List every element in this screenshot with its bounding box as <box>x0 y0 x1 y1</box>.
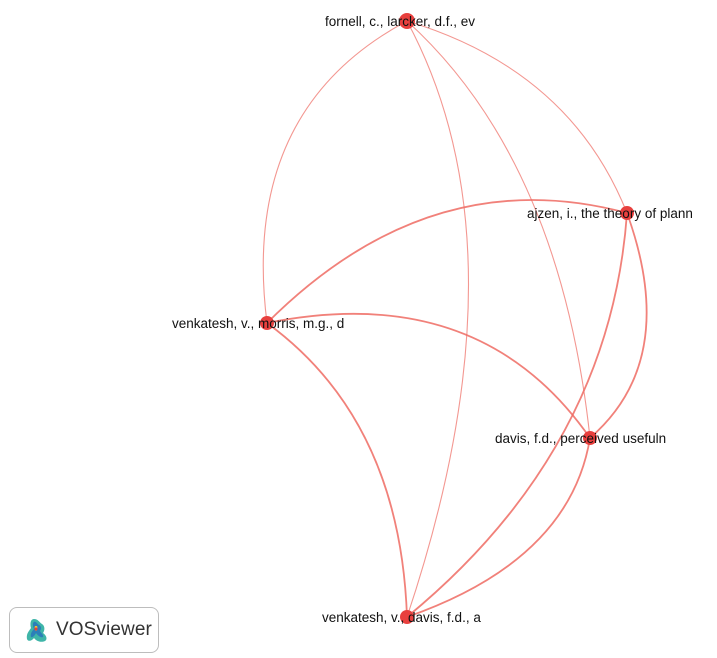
link-fornell-venkatesh_davis <box>406 20 470 618</box>
link-venkatesh_morris-davis <box>266 312 591 439</box>
links-layer <box>262 20 648 618</box>
vosviewer-logo-icon <box>24 616 50 644</box>
node-label-venkatesh_davis[interactable]: venkatesh, v., davis, f.d., a <box>322 610 481 625</box>
link-ajzen-venkatesh_davis <box>406 212 628 618</box>
vosviewer-logo[interactable]: VOSviewer <box>9 607 159 653</box>
node-ajzen[interactable] <box>620 206 634 220</box>
node-label-fornell[interactable]: fornell, c., larcker, d.f., ev <box>325 14 475 29</box>
link-davis-venkatesh_davis <box>406 437 591 618</box>
link-venkatesh_morris-ajzen <box>266 199 628 324</box>
node-fornell[interactable] <box>399 13 415 29</box>
node-label-venkatesh_morris[interactable]: venkatesh, v., morris, m.g., d <box>172 316 344 331</box>
nodes-layer <box>260 13 634 624</box>
link-fornell-ajzen <box>406 20 628 214</box>
link-fornell-venkatesh_morris <box>262 20 408 324</box>
link-venkatesh_morris-venkatesh_davis <box>266 322 408 618</box>
node-venkatesh_davis[interactable] <box>400 610 414 624</box>
link-ajzen-davis <box>589 212 648 439</box>
node-label-davis[interactable]: davis, f.d., perceived usefuln <box>495 431 666 446</box>
node-venkatesh_morris[interactable] <box>260 316 274 330</box>
logo-text: VOSviewer <box>56 619 152 640</box>
node-davis[interactable] <box>583 431 597 445</box>
node-label-ajzen[interactable]: ajzen, i., the theory of plann <box>527 206 693 221</box>
labels-layer: fornell, c., larcker, d.f., ev ajzen, i.,… <box>172 14 693 625</box>
link-fornell-davis <box>406 20 591 439</box>
